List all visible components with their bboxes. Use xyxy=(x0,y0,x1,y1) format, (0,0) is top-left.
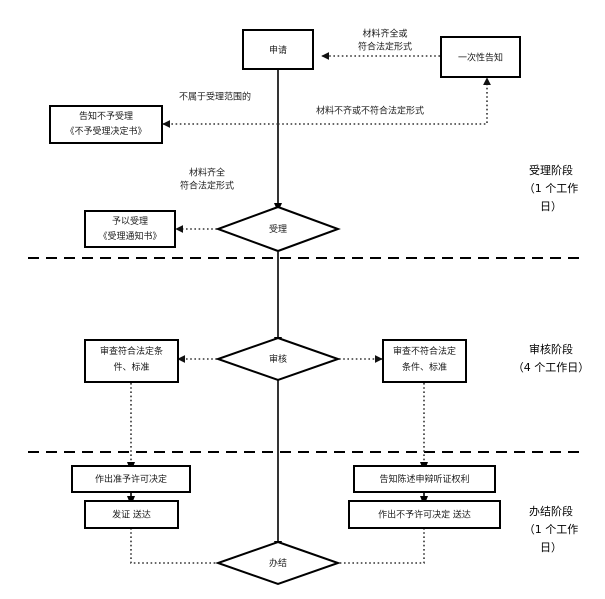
edge-refuse-to-complete xyxy=(321,528,425,567)
node-review-nonconform-box xyxy=(382,339,467,383)
edge-apply-to-one-time-notice xyxy=(278,77,491,125)
node-acceptance-decision-shape xyxy=(215,205,341,253)
node-issue-deliver-box xyxy=(84,500,179,529)
edge-label-materials-complete-or-legal-1: 材料齐全或 xyxy=(362,28,407,40)
stage-label-acceptance-line2: （1 个工作 xyxy=(524,182,579,195)
node-notify-hearing-rights-box xyxy=(353,465,496,493)
edge-label-not-in-scope: 不属于受理范围的 xyxy=(179,91,251,103)
stage-label-completion-line2: （1 个工作 xyxy=(524,523,579,536)
node-notify-reject-acceptance-box xyxy=(49,105,163,144)
stage-label-acceptance: 受理阶段 （1 个工作 日） xyxy=(524,163,579,213)
node-make-permit-decision[interactable]: 作出准予许可决定 xyxy=(71,465,191,493)
node-review-conform[interactable]: 审查符合法定条 件、标准 xyxy=(84,339,179,383)
node-one-time-notice-box xyxy=(440,36,521,78)
node-notify-reject-acceptance-label-1: 告知不予受理 xyxy=(79,110,133,122)
node-notify-hearing-rights-label: 告知陈述申辩听证权利 xyxy=(379,473,469,485)
edge-label-materials-complete-2: 符合法定形式 xyxy=(180,180,234,192)
node-make-permit-decision-label: 作出准予许可决定 xyxy=(95,473,167,485)
edge-issue-to-complete xyxy=(130,528,235,567)
stage-label-review-line1: 审核阶段 xyxy=(529,342,573,356)
edge-label-materials-complete-or-legal-2: 符合法定形式 xyxy=(358,41,412,53)
node-grant-acceptance-label-1: 予以受理 xyxy=(112,215,148,227)
node-notify-reject-acceptance[interactable]: 告知不予受理 《不予受理决定书》 xyxy=(49,105,163,144)
node-review-decision[interactable]: 审核 xyxy=(214,336,342,382)
node-apply-box xyxy=(242,29,314,70)
node-review-conform-label-1: 审查符合法定条 xyxy=(100,345,163,357)
node-make-permit-decision-box xyxy=(71,465,191,493)
node-make-refuse-decision[interactable]: 作出不予许可决定 送达 xyxy=(348,500,501,529)
node-grant-acceptance[interactable]: 予以受理 《受理通知书》 xyxy=(84,210,176,248)
node-issue-deliver[interactable]: 发证 送达 xyxy=(84,500,179,529)
node-acceptance-decision-label: 受理 xyxy=(269,223,287,235)
stage-label-review: 审核阶段 （4 个工作日） xyxy=(513,342,590,374)
stage-label-completion-line3: 日） xyxy=(540,541,562,554)
edge-label-materials-incomplete-or-illegal: 材料不齐或不符合法定形式 xyxy=(316,105,424,117)
node-review-decision-label: 审核 xyxy=(269,353,287,365)
node-review-nonconform[interactable]: 审查不符合法定 条件、标准 xyxy=(382,339,467,383)
node-review-nonconform-label-1: 审查不符合法定 xyxy=(393,345,456,357)
node-apply-label: 申请 xyxy=(269,44,287,56)
node-review-conform-box xyxy=(84,339,179,383)
node-one-time-notice-label: 一次性告知 xyxy=(458,52,503,64)
node-apply[interactable]: 申请 xyxy=(242,29,314,70)
stage-label-acceptance-line1: 受理阶段 xyxy=(529,163,573,177)
node-complete-label: 办结 xyxy=(269,557,287,569)
node-review-decision-shape xyxy=(214,336,342,382)
node-complete-shape xyxy=(214,540,342,586)
stage-label-completion: 办结阶段 （1 个工作 日） xyxy=(524,504,579,554)
stage-label-completion-line1: 办结阶段 xyxy=(529,504,573,518)
node-issue-deliver-label: 发证 送达 xyxy=(112,509,151,521)
node-notify-hearing-rights[interactable]: 告知陈述申辩听证权利 xyxy=(353,465,496,493)
node-make-refuse-decision-box xyxy=(348,500,501,529)
edge-label-materials-complete-1: 材料齐全 xyxy=(189,167,225,179)
node-grant-acceptance-box xyxy=(84,210,176,248)
stage-label-acceptance-line3: 日） xyxy=(540,200,562,213)
node-acceptance-decision[interactable]: 受理 xyxy=(215,205,341,253)
stage-label-review-line2: （4 个工作日） xyxy=(513,361,590,374)
node-make-refuse-decision-label: 作出不予许可决定 送达 xyxy=(378,509,471,521)
node-review-nonconform-label-2: 条件、标准 xyxy=(402,361,447,373)
node-review-conform-label-2: 件、标准 xyxy=(113,361,149,373)
node-one-time-notice[interactable]: 一次性告知 xyxy=(440,36,521,78)
node-grant-acceptance-label-2: 《受理通知书》 xyxy=(98,230,161,242)
node-notify-reject-acceptance-label-2: 《不予受理决定书》 xyxy=(65,125,146,137)
node-complete[interactable]: 办结 xyxy=(214,540,342,586)
